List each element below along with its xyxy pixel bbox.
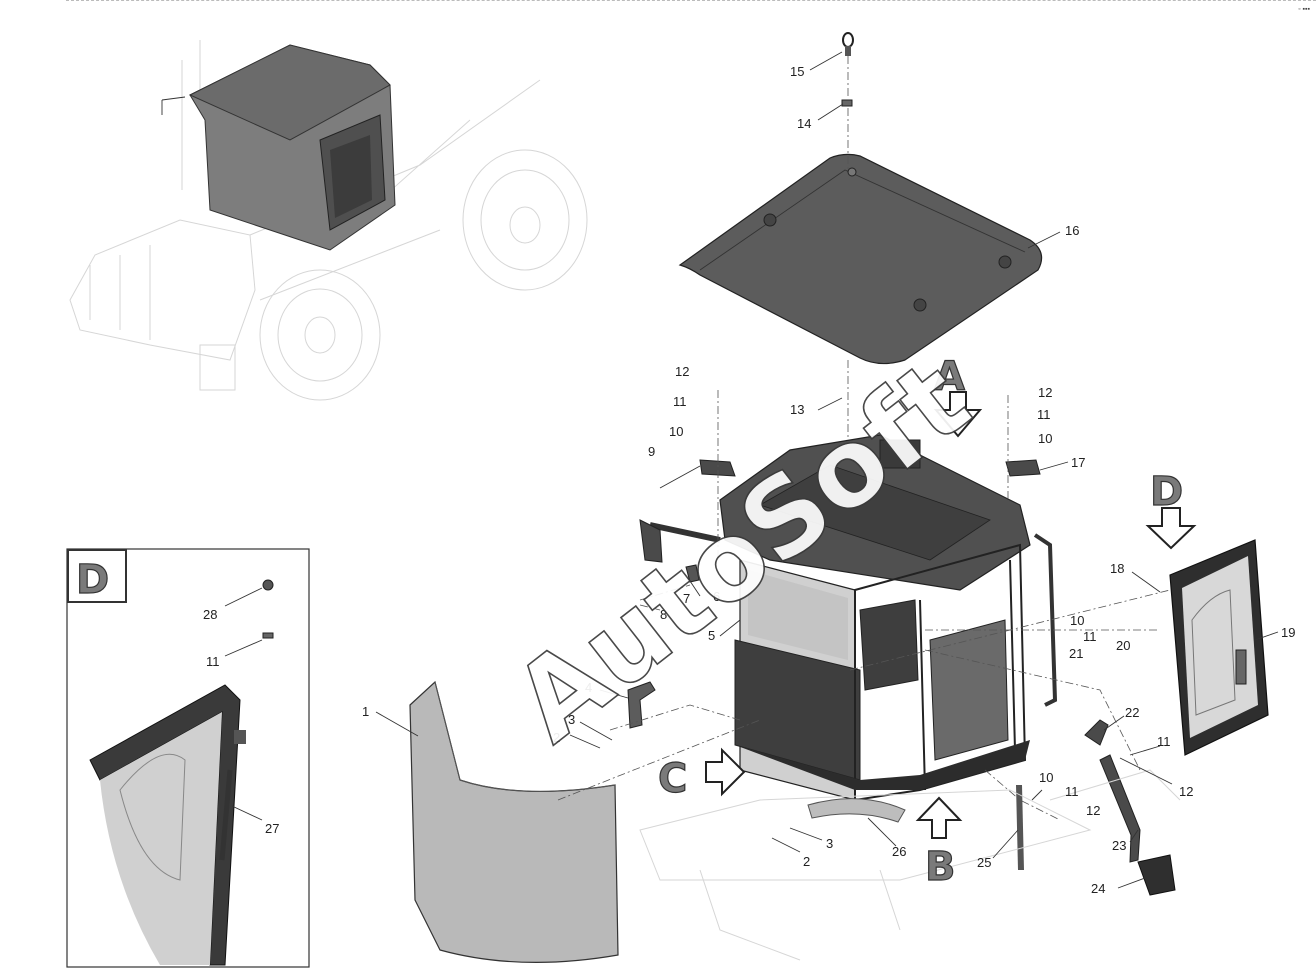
corner-mark: ◦ ▪▪▪ [1298,6,1310,13]
view-letter-b: B [925,844,956,890]
callout-9: 9 [648,444,655,459]
callout-labels: 1 2 3 4 2 3 5 6 7 8 9 10 11 12 13 14 15 … [203,64,1295,896]
view-letter-c: C [658,756,687,802]
clip [685,564,700,583]
callout-14: 14 [797,116,811,131]
callout-11d: 11 [1157,734,1171,749]
arrow-b-icon [915,796,963,839]
seal-strip [807,798,906,823]
callout-22: 22 [1125,705,1139,720]
callout-27: 27 [265,821,279,836]
callout-12a: 12 [675,364,689,379]
callout-12d: 12 [1086,803,1100,818]
callout-12c: 12 [1179,784,1193,799]
detail-d-box: D [66,548,310,968]
callout-8: 8 [660,607,667,622]
callout-11a: 11 [673,394,687,409]
roof-panel [678,153,1043,365]
bracket-4 [627,681,656,729]
callout-24: 24 [1091,881,1105,896]
callout-11e: 11 [1065,784,1079,799]
callout-17: 17 [1071,455,1085,470]
callout-3b: 3 [826,836,833,851]
callout-28: 28 [203,607,217,622]
callout-21: 21 [1069,646,1083,661]
eye-bolt [842,32,854,56]
callout-15: 15 [790,64,804,79]
arrow-c-icon [705,747,746,797]
leader-lines [224,51,1279,889]
rod-25 [1016,785,1024,870]
callout-18: 18 [1110,561,1124,576]
callout-5: 5 [708,628,715,643]
chassis-ghost [639,769,1181,961]
view-letter-a: A [934,354,965,400]
callout-11b: 11 [1037,407,1051,422]
callout-12b: 12 [1038,385,1052,400]
callout-10d: 10 [1039,770,1053,785]
callout-16: 16 [1065,223,1079,238]
mirror-24 [1137,854,1176,896]
arrow-d-icon [1145,507,1197,550]
arrow-a-icon [933,391,983,438]
callout-3a: 3 [568,712,575,727]
callout-1: 1 [362,704,369,719]
callout-4: 4 [585,680,592,695]
detail-d-title: D [76,557,109,603]
callout-10a: 10 [669,424,683,439]
callout-26: 26 [892,844,906,859]
bracket-left [699,459,736,477]
callout-2b: 2 [803,854,810,869]
callout-7: 7 [683,591,690,606]
callout-2a: 2 [553,730,560,745]
top-border-line [66,0,1316,1]
view-letter-d: D [1150,469,1183,515]
callout-20: 20 [1116,638,1130,653]
callout-13: 13 [790,402,804,417]
tractor-overview [69,40,588,401]
cab-door [1169,539,1269,756]
callout-11c: 11 [1083,629,1097,644]
callout-10b: 10 [1038,431,1052,446]
roof-nut [841,99,853,107]
callout-6: 6 [713,589,720,604]
callout-25: 25 [977,855,991,870]
callout-10c: 10 [1070,613,1084,628]
plate-22 [1084,719,1109,746]
callout-11-detail: 11 [206,654,220,669]
callout-23: 23 [1112,838,1126,853]
bracket-right [1005,459,1041,477]
callout-19: 19 [1281,625,1295,640]
